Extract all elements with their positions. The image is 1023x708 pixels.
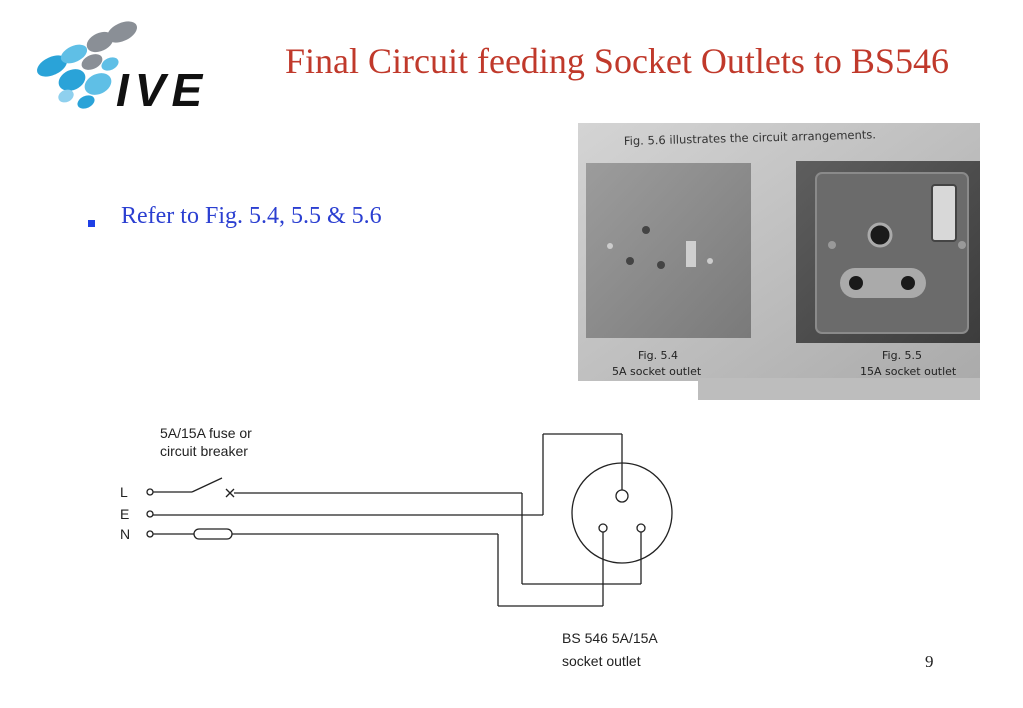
logo-text: IVE (116, 64, 208, 116)
socket-outlets-photo: Fig. 5.6 illustrates the circuit arrange… (578, 123, 980, 400)
page-number: 9 (925, 652, 934, 671)
socket-15a-pin-left (849, 276, 863, 290)
socket-15a-pin-plate (840, 268, 926, 298)
breaker-switch-arm (191, 477, 223, 493)
device-label-1: 5A/15A fuse or (160, 425, 252, 441)
bullet-text: Refer to Fig. 5.4, 5.5 & 5.6 (121, 203, 382, 229)
bullet-marker (88, 220, 95, 227)
neutral-link (193, 528, 233, 540)
logo-dots (37, 21, 137, 109)
photo-left-caption-2: 5A socket outlet (612, 365, 702, 378)
socket-5a-faceplate (586, 163, 751, 338)
socket-5a-switch (686, 241, 696, 267)
photo-left-caption-1: Fig. 5.4 (638, 349, 678, 362)
socket-live-pin (636, 523, 646, 533)
photo-caption-top: Fig. 5.6 illustrates the circuit arrange… (624, 127, 876, 148)
terminal-l-label: L (120, 484, 128, 500)
socket-5a-pin-left (626, 257, 634, 265)
photo-right-caption-2: 15A socket outlet (860, 365, 957, 378)
device-label-2: circuit breaker (160, 443, 248, 459)
socket-5a-pin-top (642, 226, 650, 234)
socket-neutral-pin (598, 523, 608, 533)
socket-15a-switch (931, 184, 957, 242)
slide-title: Final Circuit feeding Socket Outlets to … (285, 41, 949, 81)
ive-logo: IVE (37, 21, 208, 116)
socket-15a-screw-right (958, 241, 966, 249)
terminal-e-label: E (120, 506, 129, 522)
outlet-label-2: socket outlet (562, 653, 641, 669)
outlet-label-1: BS 546 5A/15A (562, 630, 658, 646)
socket-15a-earth-hole (867, 222, 893, 248)
circuit-diagram: 5A/15A fuse or circuit breaker L E N BS … (120, 425, 673, 669)
terminal-n-label: N (120, 526, 130, 542)
socket-5a-screw-right (707, 258, 713, 264)
socket-15a-screw-left (828, 241, 836, 249)
socket-15a-pin-right (901, 276, 915, 290)
socket-5a-pin-right (657, 261, 665, 269)
socket-outlet-symbol (571, 462, 673, 564)
photo-right-caption-1: Fig. 5.5 (882, 349, 922, 362)
socket-5a-screw-left (607, 243, 613, 249)
socket-earth-pin (615, 489, 629, 503)
